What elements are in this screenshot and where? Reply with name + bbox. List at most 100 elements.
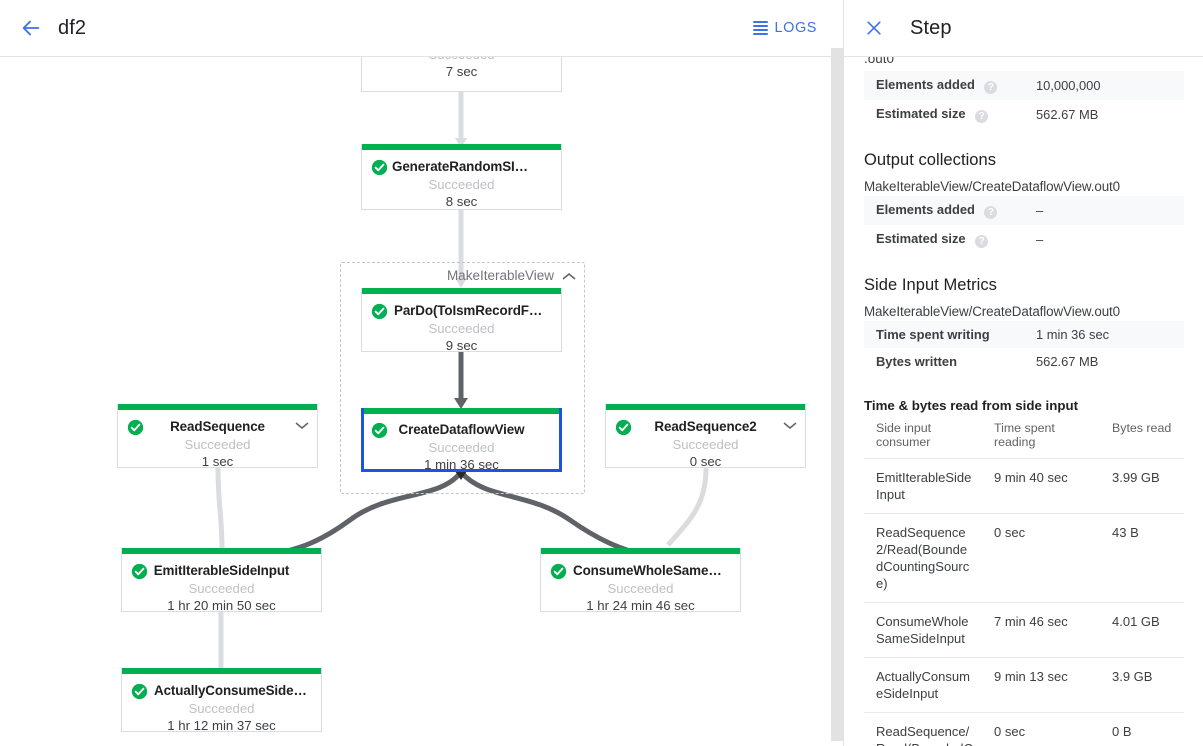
cell-time: 0 sec xyxy=(982,513,1100,603)
cell-bytes: 3.9 GB xyxy=(1100,657,1184,713)
metric-row: Bytes written 562.67 MB xyxy=(864,348,1184,375)
list-lines-icon xyxy=(752,20,768,36)
node-status: Succeeded xyxy=(184,437,251,452)
logs-button-label: LOGS xyxy=(774,20,817,36)
node-time: 1 hr 20 min 50 sec xyxy=(167,598,276,612)
column-header-bytes: Bytes read xyxy=(1100,417,1184,459)
table-row: ReadSequence/Read(BoundedCountingSource)… xyxy=(864,712,1184,746)
graph-node-consume-whole-same-side-input[interactable]: ConsumeWholeSameSi… Succeeded 1 hr 24 mi… xyxy=(540,548,741,612)
back-button[interactable] xyxy=(14,11,48,45)
clipped-collection-name: .out0 xyxy=(864,57,1184,64)
step-details-panel: Step .out0 Elements added ? 10,000,000 E… xyxy=(831,0,1203,746)
node-status-bar xyxy=(122,548,321,554)
node-title: ReadSequence xyxy=(170,419,265,434)
graph-node-create-dataflow-view[interactable]: CreateDataflowView Succeeded 1 min 36 se… xyxy=(361,408,562,472)
help-icon[interactable]: ? xyxy=(975,110,989,123)
graph-node-emit-iterable-side-input[interactable]: EmitIterableSideInput Succeeded 1 hr 20 … xyxy=(121,548,322,612)
node-title: GenerateRandomSIData xyxy=(392,159,544,174)
graph-node-read-sequence-2[interactable]: ReadSequence2 Succeeded 0 sec xyxy=(605,404,806,468)
success-check-icon xyxy=(127,419,144,436)
cell-bytes: 43 B xyxy=(1100,513,1184,603)
metric-key: Estimated size xyxy=(876,106,966,121)
node-title: ConsumeWholeSameSi… xyxy=(573,563,735,578)
node-time: 9 sec xyxy=(445,338,478,352)
output-metrics-table: Elements added ? – Estimated size ? – xyxy=(864,196,1184,254)
graph-node-read-sequence[interactable]: ReadSequence Succeeded 1 sec xyxy=(117,404,318,468)
cell-consumer: ActuallyConsumeSideInput xyxy=(864,657,982,713)
panel-scrollbar[interactable] xyxy=(831,48,844,741)
cell-bytes: 3.99 GB xyxy=(1100,458,1184,514)
node-status-bar xyxy=(362,144,561,150)
node-time: 8 sec xyxy=(445,194,478,209)
node-time: 7 sec xyxy=(445,64,478,79)
table-row: ActuallyConsumeSideInput 9 min 13 sec 3.… xyxy=(864,657,1184,713)
success-check-icon xyxy=(371,159,388,176)
metric-key: Elements added xyxy=(876,202,975,217)
graph-node-pardo-toismrecordfor[interactable]: ParDo(ToIsmRecordFor… Succeeded 9 sec xyxy=(361,288,562,352)
cell-time: 9 min 13 sec xyxy=(982,657,1100,713)
success-check-icon xyxy=(371,422,388,439)
panel-header: Step xyxy=(844,0,1203,57)
cell-time: 7 min 46 sec xyxy=(982,602,1100,658)
chevron-up-icon[interactable] xyxy=(562,272,576,282)
table-row: EmitIterableSideInput 9 min 40 sec 3.99 … xyxy=(864,458,1184,514)
metric-key: Elements added xyxy=(876,77,975,92)
metric-key: Estimated size xyxy=(876,231,966,246)
metric-row: Estimated size ? 562.67 MB xyxy=(864,100,1184,129)
cell-time: 9 min 40 sec xyxy=(982,458,1100,514)
help-icon[interactable]: ? xyxy=(975,235,989,248)
node-time: 1 hr 12 min 37 sec xyxy=(167,718,276,732)
close-icon xyxy=(867,21,881,35)
metric-value: 562.67 MB xyxy=(1036,107,1099,122)
node-title: ParDo(ToIsmRecordFor… xyxy=(394,303,556,318)
metric-value: 562.67 MB xyxy=(1036,354,1099,369)
cell-time: 0 sec xyxy=(982,712,1100,746)
node-status-bar xyxy=(541,548,740,554)
node-title: EmitIterableSideInput xyxy=(153,563,290,578)
node-status: Succeeded xyxy=(607,581,674,596)
step-group-makeiterableview[interactable]: MakeIterableView xyxy=(340,262,585,494)
graph-node-generate-random-si-data[interactable]: GenerateRandomSIData Succeeded 8 sec xyxy=(361,144,562,210)
metric-value: 1 min 36 sec xyxy=(1036,327,1110,342)
node-status-bar xyxy=(606,404,805,410)
node-status: Succeeded xyxy=(188,701,255,716)
logs-button[interactable]: LOGS xyxy=(749,14,822,42)
cell-consumer: ReadSequence/Read(BoundedCountingSource) xyxy=(864,712,982,746)
metric-row: Elements added ? – xyxy=(864,196,1184,225)
side-input-metrics-heading: Side Input Metrics xyxy=(864,276,997,294)
node-status-bar xyxy=(362,288,561,294)
table-row: ConsumeWholeSameSideInput 7 min 46 sec 4… xyxy=(864,602,1184,658)
node-time: 1 min 36 sec xyxy=(424,457,499,472)
help-icon[interactable]: ? xyxy=(984,81,998,94)
metric-key: Time spent writing xyxy=(876,327,990,342)
graph-node-actually-consume-side-input[interactable]: ActuallyConsumeSideI… Succeeded 1 hr 12 … xyxy=(121,668,322,732)
cell-consumer: ConsumeWholeSameSideInput xyxy=(864,602,982,658)
node-status-bar xyxy=(122,668,321,674)
node-time: 1 sec xyxy=(201,454,234,468)
node-status: Succeeded xyxy=(188,581,255,596)
success-check-icon xyxy=(371,303,388,320)
chevron-down-icon[interactable] xyxy=(295,420,309,430)
graph-edges xyxy=(215,92,709,668)
close-panel-button[interactable] xyxy=(859,13,889,43)
success-check-icon xyxy=(615,419,632,436)
metric-row: Elements added ? 10,000,000 xyxy=(864,71,1184,100)
side-input-collection-name: MakeIterableView/CreateDataflowView.out0 xyxy=(864,304,1121,319)
chevron-down-icon[interactable] xyxy=(783,420,797,430)
table-header-row: Side input consumer Time spent reading B… xyxy=(864,417,1184,459)
node-status: Succeeded xyxy=(428,177,495,192)
help-icon[interactable]: ? xyxy=(984,206,998,219)
cell-bytes: 4.01 GB xyxy=(1100,602,1184,658)
node-status: Succeeded xyxy=(428,440,495,455)
side-input-read-heading: Time & bytes read from side input xyxy=(864,398,1079,413)
side-input-read-table: Side input consumer Time spent reading B… xyxy=(864,417,1184,746)
node-title: CreateDataflowView xyxy=(398,422,525,437)
cell-bytes: 0 B xyxy=(1100,712,1184,746)
column-header-time: Time spent reading xyxy=(982,417,1100,459)
node-status-bar xyxy=(364,408,559,414)
graph-pane: MakeIterableView Succeeded 7 sec Generat… xyxy=(0,11,843,732)
metric-row: Time spent writing 1 min 36 sec xyxy=(864,321,1184,348)
metric-value: – xyxy=(1036,232,1044,247)
input-metrics-table: Elements added ? 10,000,000 Estimated si… xyxy=(864,71,1184,129)
